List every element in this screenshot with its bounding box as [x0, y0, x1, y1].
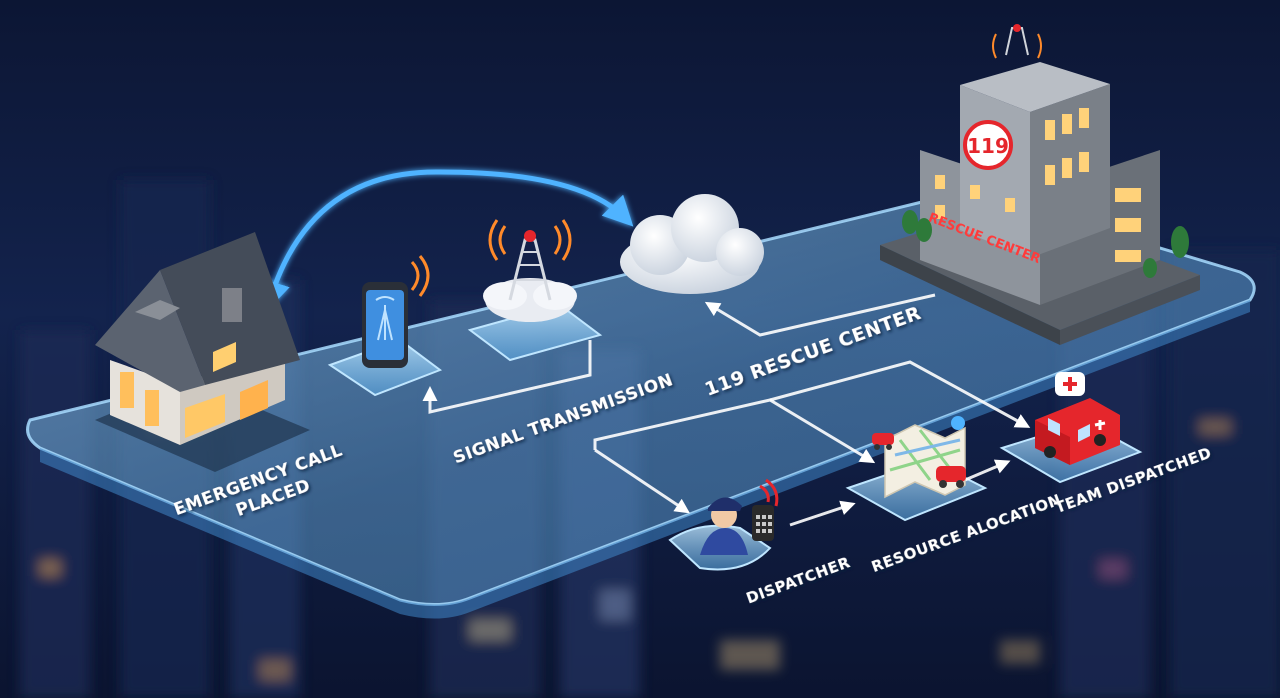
smartphone-icon — [362, 255, 430, 368]
rescue-building-icon: 119 RESCUE CENTER — [880, 24, 1200, 345]
cell-tower-icon — [483, 219, 577, 322]
house-icon — [95, 232, 310, 472]
flow-arrows — [422, 293, 1031, 527]
dispatcher-icon — [700, 478, 779, 555]
building-emblem-number: 119 — [967, 134, 1009, 158]
return-signal-arc — [260, 169, 634, 312]
map-icon — [872, 416, 966, 499]
cloud-icon — [620, 194, 764, 294]
ambulance-icon — [1035, 372, 1120, 465]
